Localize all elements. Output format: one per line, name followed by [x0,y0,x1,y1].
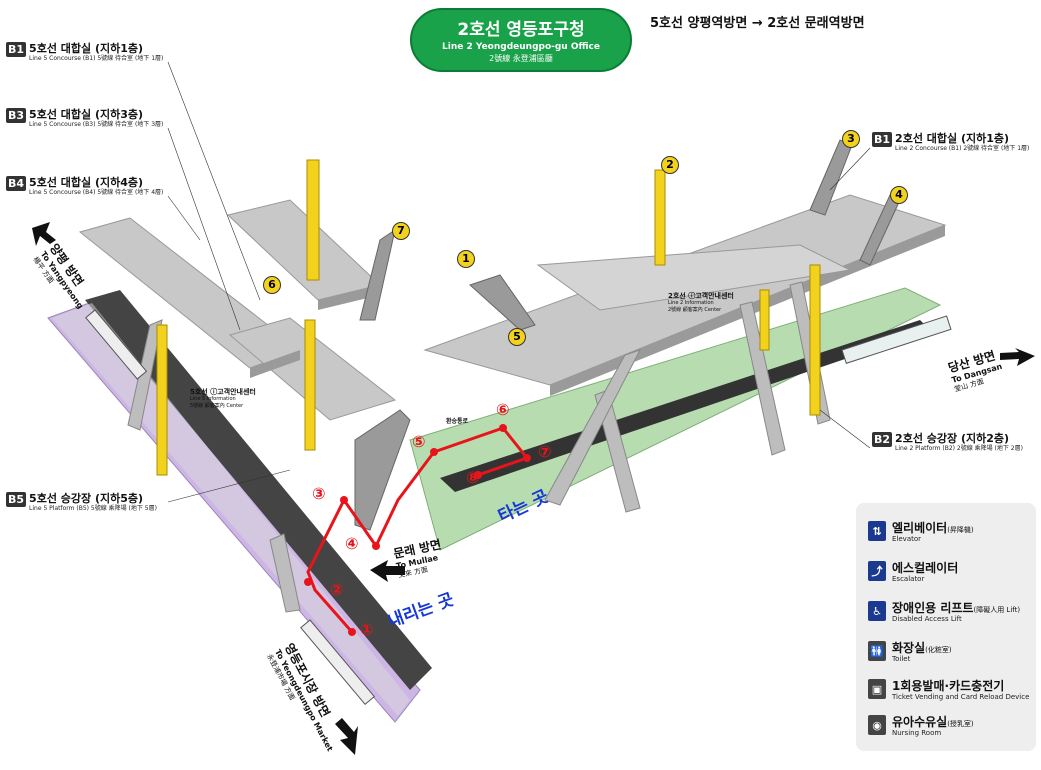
legend-hanja: (障礙人用 Lift) [973,606,1021,614]
exit-6-badge: 6 [263,276,281,294]
station-title-box: 2호선 영등포구청 Line 2 Yeongdeungpo-gu Office … [410,8,632,72]
level-label-l5-b1: B1 5호선 대합실 (지하1층)Line 5 Concourse (B1) 5… [6,42,163,63]
transfer-passage-label: 환승통로 [446,418,469,425]
legend-korean: 화장실 [892,641,926,655]
route-step-6: ⑥ [496,400,510,419]
level-english: Line 5 Platform (B5) 5號線 乘降場 (地下 5層) [29,505,157,512]
legend-hanja: (化粧室) [925,646,952,654]
legend-english: Disabled Access Lift [892,615,962,623]
legend-hanja: (授乳室) [947,720,974,728]
line2-info-center: 2호선 ⓘ고객안내센터 Line 2 Information 2號線 顧客案內 … [668,292,734,313]
level-badge: B5 [6,492,27,507]
level-badge: B2 [872,432,893,447]
exit-1-badge: 1 [457,250,475,268]
level-label-l5-b4: B4 5호선 대합실 (지하4층)Line 5 Concourse (B4) 5… [6,176,163,197]
level-label-l5-b5: B5 5호선 승강장 (지하5층)Line 5 Platform (B5) 5號… [6,492,157,513]
legend-english: Escalator [892,575,925,583]
route-step-7: ⑦ [538,442,552,461]
level-badge: B1 [6,42,27,57]
level-english: Line 2 Concourse (B1) 2號線 待合室 (地下 1層) [895,145,1030,152]
level-korean: 5호선 대합실 (지하4층) [29,176,144,189]
exit-2-badge: 2 [661,156,679,174]
exit-5-badge: 5 [508,328,526,346]
legend-english: Ticket Vending and Card Reload Device [892,693,1030,701]
level-english: Line 2 Platform (B2) 2號線 乘降場 (地下 2層) [895,445,1023,452]
route-step-8: ⑧ [466,468,480,487]
arrow-mullae [370,560,405,582]
level-korean: 5호선 승강장 (지하5층) [29,492,144,505]
legend-korean: 장애인용 리프트 [892,601,974,615]
exit-3-badge: 3 [842,130,860,148]
level-badge: B3 [6,108,27,123]
level-english: Line 5 Concourse (B4) 5號線 待合室 (地下 4層) [29,189,164,196]
escalator-icon: ⤴ [868,561,886,581]
station-title-korean: 2호선 영등포구청 [457,20,585,40]
level-korean: 5호선 대합실 (지하3층) [29,108,144,121]
legend-korean: 유아수유실 [892,715,948,729]
level-badge: B1 [872,132,893,147]
ticket-vending-icon: ▣ [868,679,886,699]
legend-korean: 1회용발매·카드충전기 [892,679,1005,693]
route-step-3: ③ [312,484,326,503]
info-center-label: 5호선 ⓘ고객안내센터 [190,388,256,396]
line5-info-center: 5호선 ⓘ고객안내센터 Line 5 Information 5號線 顧客案內 … [190,388,256,409]
level-korean: 5호선 대합실 (지하1층) [29,42,144,55]
station-title-english: Line 2 Yeongdeungpo-gu Office [442,42,600,52]
info-center-label: 2호선 ⓘ고객안내센터 [668,292,734,300]
elevator-icon: ⇅ [868,521,886,541]
toilet-icon: 🚻 [868,641,886,661]
level-korean: 2호선 승강장 (지하2층) [895,432,1010,445]
line5-track [85,290,432,690]
legend-elevator: ⇅ 엘리베이터(昇降機) Elevator [868,521,974,544]
level-korean: 2호선 대합실 (지하1층) [895,132,1010,145]
level-label-l5-b3: B3 5호선 대합실 (지하3층)Line 5 Concourse (B3) 5… [6,108,163,129]
route-step-5: ⑤ [412,432,426,451]
station-title-hanja: 2號線 永登浦區廳 [489,54,553,63]
level-badge: B4 [6,176,27,191]
level-label-l2-b2: B2 2호선 승강장 (지하2층)Line 2 Platform (B2) 2號… [872,432,1023,453]
legend-korean: 에스컬레이터 [892,561,959,575]
legend-korean: 엘리베이터 [892,521,948,535]
exit-4-badge: 4 [890,186,908,204]
info-center-english: Line 2 Information [668,300,714,306]
nursing-room-icon: ◉ [868,715,886,735]
route-step-4: ④ [345,534,359,553]
legend-toilet: 🚻 화장실(化粧室) Toilet [868,641,952,664]
arrow-yangpyeong [32,222,56,246]
legend-wheelchair-lift: ♿ 장애인용 리프트(障礙人用 Lift) Disabled Access Lif… [868,601,1020,624]
route-step-2: ② [330,580,344,599]
legend-english: Nursing Room [892,729,942,737]
level-english: Line 5 Concourse (B3) 5號線 待合室 (地下 3層) [29,121,164,128]
info-center-english: Line 5 Information [190,396,236,402]
line5-concourse-b3 [226,199,382,301]
legend-english: Elevator [892,535,922,543]
legend-hanja: (昇降機) [947,526,974,534]
route-step-1: ① [360,620,374,639]
arrow-market [335,718,358,755]
info-center-hanja: 5號線 顧客案內 Center [190,403,244,409]
transfer-route-title: 5호선 양평역방면 → 2호선 문래역방면 [650,16,865,31]
level-label-l2-b1: B1 2호선 대합실 (지하1층)Line 2 Concourse (B1) 2… [872,132,1029,153]
wheelchair-lift-icon: ♿ [868,601,886,621]
exit-7-badge: 7 [392,222,410,240]
legend-english: Toilet [892,655,911,663]
arrow-dangsan [1000,348,1035,366]
legend-nursing-room: ◉ 유아수유실(授乳室) Nursing Room [868,715,974,738]
info-center-hanja: 2號線 顧客案內 Center [668,307,722,313]
level-english: Line 5 Concourse (B1) 5號線 待合室 (地下 1層) [29,55,164,62]
